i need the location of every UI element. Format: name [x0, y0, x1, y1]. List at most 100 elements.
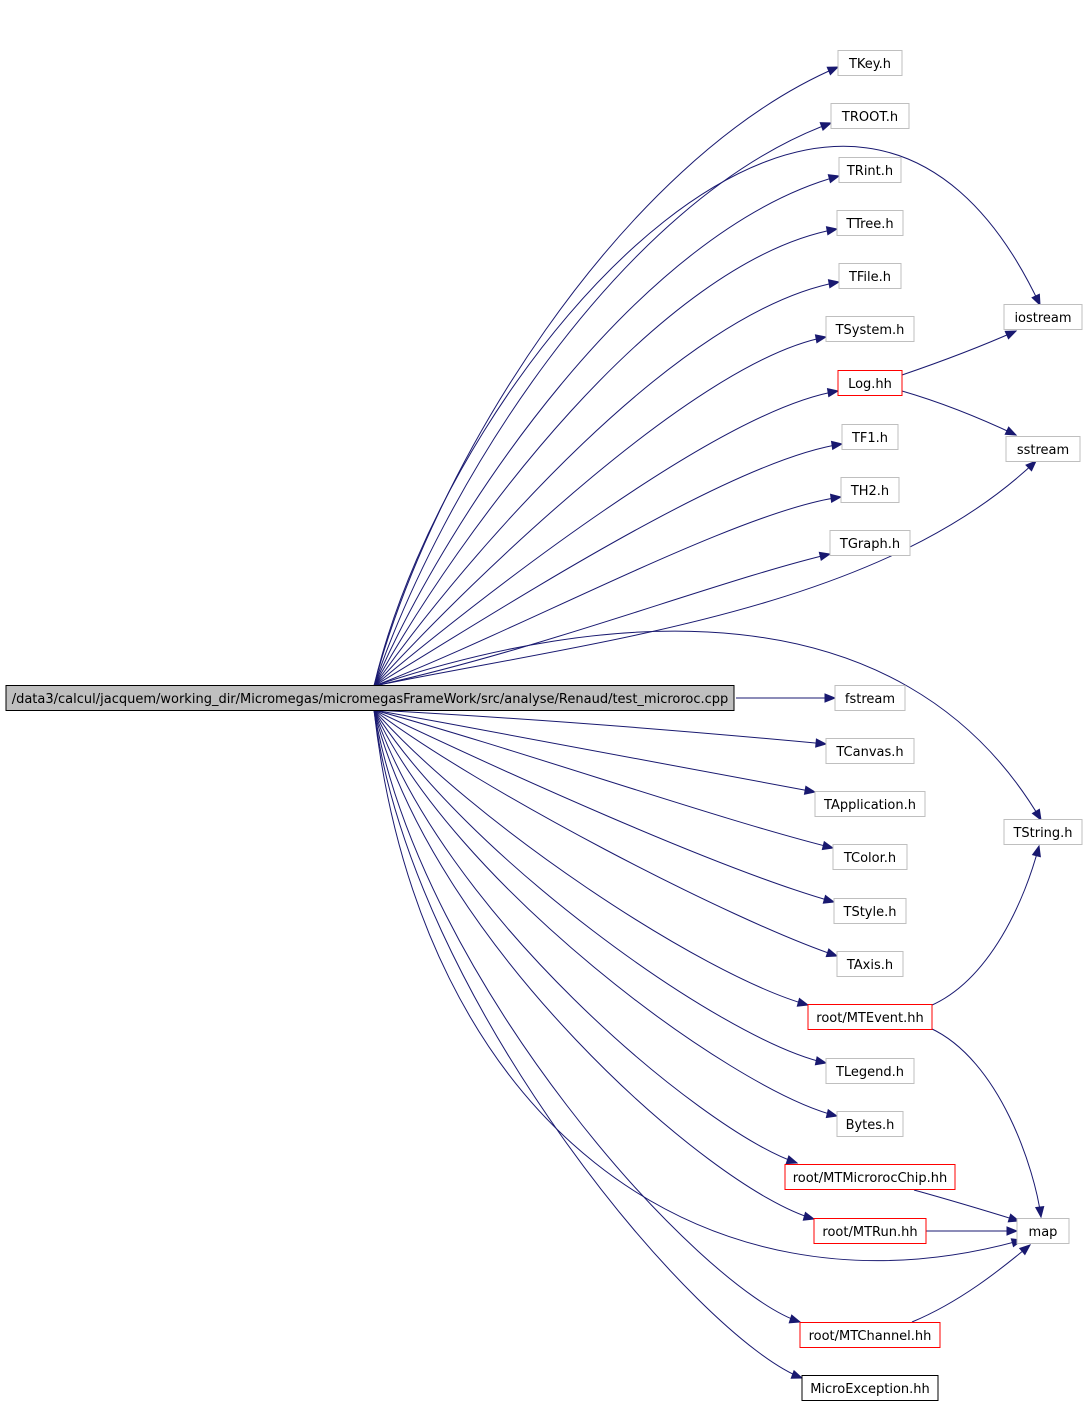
node-tlegend-h[interactable]: TLegend.h [825, 1058, 915, 1084]
node-box [799, 1322, 941, 1348]
node-tfile-h[interactable]: TFile.h [838, 263, 902, 289]
node-label: root/MTChannel.hh [809, 1329, 932, 1344]
node-iostream[interactable]: iostream [1003, 304, 1083, 330]
edge-line [373, 630, 1042, 821]
arrowhead [830, 440, 844, 451]
node-label: TRint.h [846, 164, 893, 179]
arrowhead [1031, 293, 1041, 307]
edge-line [373, 709, 827, 1064]
edge-root-to-tkey-h [373, 66, 840, 687]
node-tstring-h[interactable]: TString.h [1003, 819, 1083, 845]
arrowhead [796, 997, 810, 1007]
node-label: Log.hh [848, 377, 892, 392]
edge-root-to-root-mtrun-hh [373, 709, 816, 1221]
edge-line [373, 553, 831, 687]
node-box [836, 1111, 904, 1137]
node-tstyle-h[interactable]: TStyle.h [833, 898, 907, 924]
arrowhead [826, 387, 840, 398]
node-log-hh[interactable]: Log.hh [837, 370, 903, 396]
node-tapplication-h[interactable]: TApplication.h [814, 791, 926, 817]
arrowhead [1034, 1205, 1045, 1219]
edge-line [373, 709, 1023, 1262]
arrowhead [814, 334, 828, 344]
node-box [814, 791, 926, 817]
arrowhead [1018, 1244, 1032, 1256]
edge-line [929, 1027, 1042, 1218]
arrowhead [825, 226, 839, 236]
node-box [1005, 436, 1081, 462]
edge-line [373, 709, 816, 793]
arrowhead [829, 493, 843, 504]
node-tkey-h[interactable]: TKey.h [837, 50, 903, 76]
node-root-mtrun-hh[interactable]: root/MTRun.hh [813, 1218, 927, 1244]
node-box [832, 844, 908, 870]
node-ttree-h[interactable]: TTree.h [836, 210, 904, 236]
edge-root-to-root-mtmicrorocchip-hh [373, 709, 799, 1165]
edge-line [901, 330, 1017, 376]
edge-line [373, 709, 809, 1006]
edge-line [913, 1189, 1020, 1222]
arrowhead [1004, 426, 1018, 436]
arrowhead [1004, 330, 1018, 340]
node-tsystem-h[interactable]: TSystem.h [825, 316, 915, 342]
node-label: TF1.h [851, 431, 888, 446]
node-taxis-h[interactable]: TAxis.h [836, 951, 904, 977]
node-box [833, 898, 907, 924]
edge-line [373, 122, 832, 687]
node-tcolor-h[interactable]: TColor.h [832, 844, 908, 870]
node-root-mtchannel-hh[interactable]: root/MTChannel.hh [799, 1322, 941, 1348]
node-bytes-h[interactable]: Bytes.h [836, 1111, 904, 1137]
node-box [5, 685, 735, 711]
arrowhead [788, 1314, 802, 1324]
edge-root-to-fstream [736, 693, 837, 703]
node-label: root/MTEvent.hh [816, 1011, 923, 1026]
node-box [1016, 1218, 1070, 1244]
edge-line [373, 709, 803, 1379]
edge-log-hh-to-sstream [901, 390, 1018, 436]
edge-root-to-trint-h [373, 174, 841, 687]
node-th2-h[interactable]: TH2.h [840, 477, 900, 503]
edge-root-to-tlegend-h [373, 709, 828, 1066]
node-box [801, 1375, 939, 1401]
node-box [1003, 304, 1083, 330]
node-box [837, 50, 903, 76]
node-tf1-h[interactable]: TF1.h [841, 424, 899, 450]
node-label: Bytes.h [846, 1118, 895, 1133]
node-box [834, 685, 906, 711]
arrowhead [827, 279, 841, 289]
node-sstream[interactable]: sstream [1005, 436, 1081, 462]
node-map[interactable]: map [1016, 1218, 1070, 1244]
node-box [784, 1164, 956, 1190]
node-tcanvas-h[interactable]: TCanvas.h [825, 738, 915, 764]
node-label: fstream [845, 692, 895, 707]
edge-root-to-tcolor-h [373, 709, 835, 851]
node-box [838, 157, 902, 183]
edge-root-to-log-hh [373, 387, 840, 687]
edge-line [373, 709, 815, 1220]
node-fstream[interactable]: fstream [834, 685, 906, 711]
node-root-mtevent-hh[interactable]: root/MTEvent.hh [807, 1004, 933, 1030]
edge-root-to-th2-h [373, 493, 843, 687]
edge-root-to-tf1-h [373, 440, 844, 687]
edge-line [373, 460, 1037, 687]
node-root-mtmicrorocchip-hh[interactable]: root/MTMicrorocChip.hh [784, 1164, 956, 1190]
edge-line [373, 709, 801, 1323]
arrowhead [819, 122, 833, 132]
node-microexception-hh[interactable]: MicroException.hh [801, 1375, 939, 1401]
edge-root-to-microexception-hh [373, 709, 804, 1379]
node-label: TAxis.h [846, 958, 893, 973]
root-file-node: /data3/calcul/jacquem/working_dir/Microm… [5, 685, 735, 711]
node-label: TKey.h [848, 57, 891, 72]
node-trint-h[interactable]: TRint.h [838, 157, 902, 183]
nodes-layer: /data3/calcul/jacquem/working_dir/Microm… [5, 50, 1083, 1401]
node-label: TROOT.h [841, 110, 898, 125]
edge-root-to-taxis-h [373, 709, 839, 958]
edge-root-to-bytes-h [373, 709, 839, 1119]
edge-line [373, 175, 840, 687]
node-troot-h[interactable]: TROOT.h [830, 103, 910, 129]
node-label: TCanvas.h [835, 745, 903, 760]
arrowhead [818, 551, 832, 562]
edge-root-to-ttree-h [373, 226, 839, 687]
node-tgraph-h[interactable]: TGraph.h [829, 530, 911, 556]
edge-line [373, 709, 827, 745]
